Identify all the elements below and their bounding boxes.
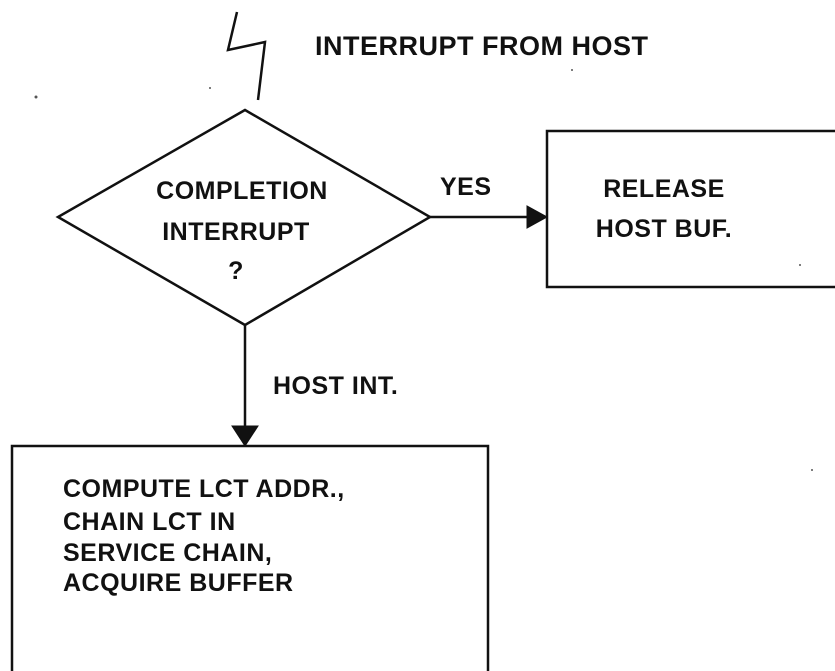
release-line-1: RELEASE: [603, 175, 725, 203]
release-line-2: HOST BUF.: [596, 215, 732, 243]
host-int-label: HOST INT.: [273, 372, 398, 400]
compute-line-3: SERVICE CHAIN,: [63, 539, 272, 567]
scan-speck: [799, 264, 801, 266]
decision-line-2: INTERRUPT: [162, 218, 310, 246]
scan-speck: [34, 95, 38, 99]
yes-arrowhead: [526, 205, 549, 229]
compute-line-1: COMPUTE LCT ADDR.,: [63, 475, 345, 503]
scan-speck: [209, 87, 211, 89]
compute-lct-box: [10, 444, 490, 671]
release-host-buf-box: [545, 129, 835, 289]
scan-speck: [811, 469, 813, 471]
decision-line-1: COMPLETION: [156, 177, 328, 205]
interrupt-label: INTERRUPT FROM HOST: [315, 31, 649, 61]
decision-line-3: ?: [228, 257, 244, 285]
compute-line-2: CHAIN LCT IN: [63, 508, 236, 536]
yes-label: YES: [440, 173, 492, 201]
compute-line-4: ACQUIRE BUFFER: [63, 569, 294, 597]
scan-speck: [571, 69, 573, 71]
lightning-bolt-icon: [226, 11, 267, 101]
host-int-arrowhead: [231, 425, 259, 447]
